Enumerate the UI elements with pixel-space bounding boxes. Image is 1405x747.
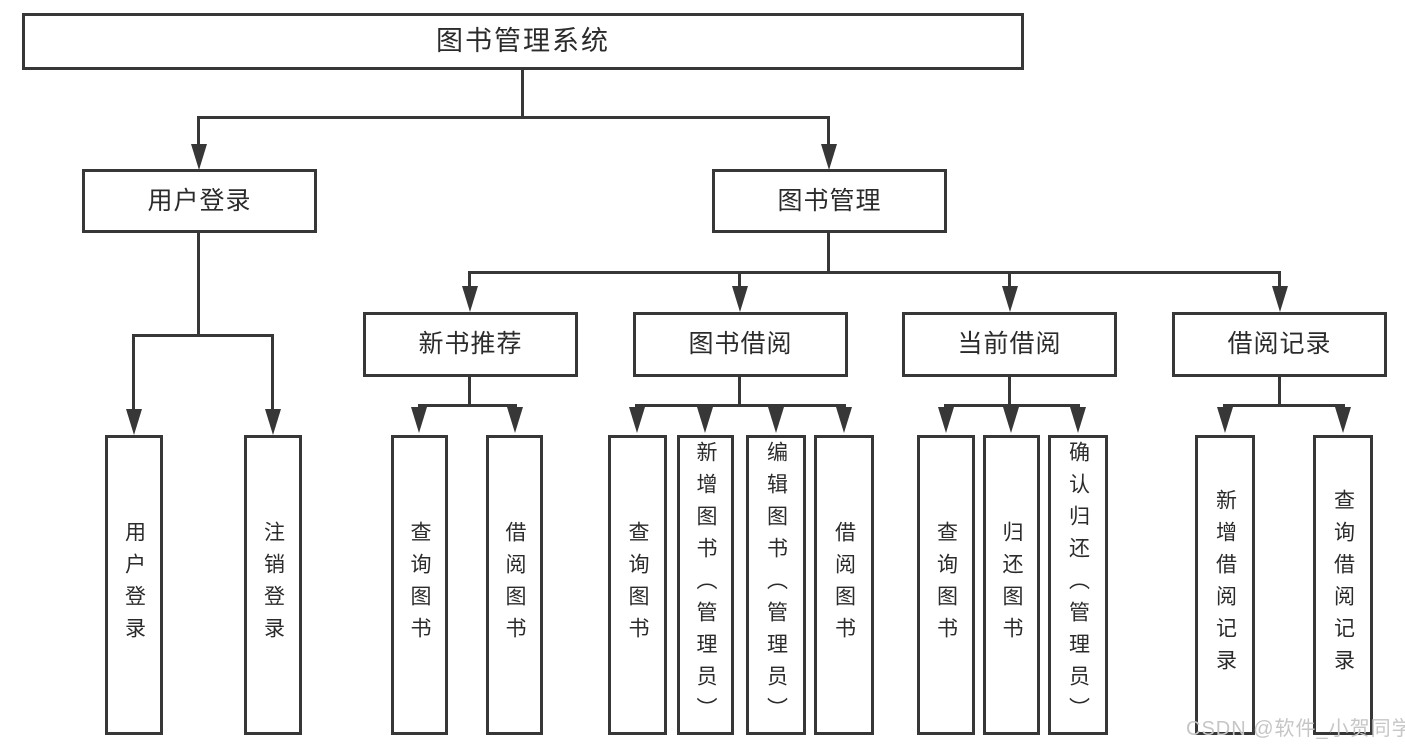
- connector-line: [738, 377, 741, 406]
- node-current-borrowing: 当前借阅: [902, 312, 1117, 377]
- watermark: CSDN @软件_小贺同学: [1186, 718, 1405, 740]
- node-label: 新增图书（管理员）: [694, 441, 717, 729]
- leaf-borrow-books-recommend: 借阅图书: [486, 435, 543, 735]
- connector-line: [1278, 271, 1281, 289]
- node-label: 编辑图书（管理员）: [764, 441, 788, 729]
- node-label: 借阅图书: [503, 521, 526, 649]
- connector-line: [468, 271, 471, 289]
- node-user-login: 用户登录: [82, 169, 317, 233]
- arrow-down-icon: [1002, 286, 1018, 312]
- leaf-add-book-admin: 新增图书（管理员）: [677, 435, 734, 735]
- node-label: 查询图书: [408, 521, 431, 649]
- arrow-down-icon: [732, 286, 748, 312]
- arrow-down-icon: [768, 407, 784, 433]
- arrow-down-icon: [697, 407, 713, 433]
- connector-line: [197, 116, 200, 146]
- node-book-management: 图书管理: [712, 169, 947, 233]
- node-label: 注销登录: [261, 521, 285, 649]
- node-label: 当前借阅: [957, 330, 1062, 358]
- arrow-down-icon: [821, 144, 837, 170]
- node-book-borrowing: 图书借阅: [633, 312, 848, 377]
- arrow-down-icon: [462, 286, 478, 312]
- leaf-edit-book-admin: 编辑图书（管理员）: [746, 435, 806, 735]
- node-label: 用户登录: [147, 186, 252, 215]
- connector-line: [827, 233, 830, 274]
- leaf-confirm-return-admin: 确认归还（管理员）: [1048, 435, 1108, 735]
- node-label: 用户登录: [122, 521, 146, 649]
- node-label: 查询图书: [934, 521, 958, 649]
- connector-line: [1278, 377, 1281, 406]
- connector-line: [635, 404, 846, 407]
- connector-line: [418, 404, 517, 407]
- connector-line: [197, 233, 200, 336]
- arrow-down-icon: [507, 407, 523, 433]
- arrow-down-icon: [1003, 407, 1019, 433]
- node-label: 图书管理系统: [436, 26, 610, 56]
- connector-line: [132, 334, 135, 410]
- connector-line: [468, 377, 471, 406]
- arrow-down-icon: [126, 409, 142, 435]
- node-label: 借阅记录: [1227, 330, 1332, 358]
- arrow-down-icon: [265, 409, 281, 435]
- node-label: 查询借阅记录: [1331, 489, 1355, 681]
- node-library-management-system: 图书管理系统: [22, 13, 1024, 70]
- connector-line: [132, 334, 274, 337]
- connector-line: [468, 271, 1281, 274]
- leaf-query-books-current: 查询图书: [917, 435, 975, 735]
- arrow-down-icon: [1217, 407, 1233, 433]
- leaf-return-book: 归还图书: [983, 435, 1040, 735]
- leaf-query-borrow-record: 查询借阅记录: [1313, 435, 1373, 735]
- node-label: 新增借阅记录: [1213, 489, 1237, 681]
- arrow-down-icon: [191, 144, 207, 170]
- connector-line: [521, 70, 524, 118]
- leaf-query-books-recommend: 查询图书: [391, 435, 448, 735]
- connector-line: [1223, 404, 1345, 407]
- arrow-down-icon: [836, 407, 852, 433]
- connector-line: [1008, 271, 1011, 289]
- node-label: 图书借阅: [688, 330, 793, 358]
- leaf-query-books-borrowing: 查询图书: [608, 435, 667, 735]
- node-label: 归还图书: [1000, 521, 1023, 649]
- node-label: 新书推荐: [418, 330, 523, 358]
- arrow-down-icon: [938, 407, 954, 433]
- leaf-user-login: 用户登录: [105, 435, 163, 735]
- arrow-down-icon: [1335, 407, 1351, 433]
- connector-line: [197, 116, 830, 119]
- connector-line: [738, 271, 741, 289]
- connector-line: [827, 116, 830, 146]
- arrow-down-icon: [411, 407, 427, 433]
- node-label: 查询图书: [626, 521, 649, 649]
- node-new-book-recommend: 新书推荐: [363, 312, 578, 377]
- node-label: 借阅图书: [832, 521, 856, 649]
- arrow-down-icon: [1272, 286, 1288, 312]
- connector-line: [271, 334, 274, 410]
- connector-line: [1008, 377, 1011, 406]
- leaf-add-borrow-record: 新增借阅记录: [1195, 435, 1255, 735]
- node-label: 确认归还（管理员）: [1066, 441, 1090, 729]
- arrow-down-icon: [629, 407, 645, 433]
- connector-line: [944, 404, 1080, 407]
- node-label: 图书管理: [777, 186, 882, 215]
- leaf-borrow-books: 借阅图书: [814, 435, 874, 735]
- leaf-logout: 注销登录: [244, 435, 302, 735]
- arrow-down-icon: [1070, 407, 1086, 433]
- node-borrow-records: 借阅记录: [1172, 312, 1387, 377]
